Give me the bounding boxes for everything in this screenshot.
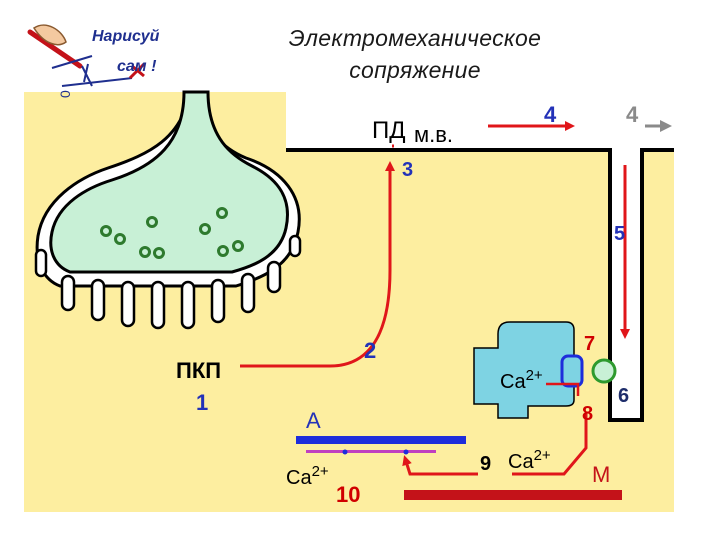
- step-9: 9: [480, 453, 491, 475]
- ca-mid-symbol: Ca: [508, 451, 534, 473]
- step-8: 8: [582, 403, 593, 425]
- title-line-2: сопряжение: [349, 57, 481, 83]
- diagram-title: Электромеханическое сопряжение: [250, 22, 580, 86]
- title-line-1: Электромеханическое: [288, 25, 542, 51]
- step-6: 6: [618, 385, 629, 407]
- ca-left-symbol: Ca: [286, 467, 312, 489]
- step-2: 2: [364, 338, 376, 363]
- ca-channel-charge: 2+: [526, 367, 543, 384]
- ca-release-arrow: [546, 382, 580, 396]
- step-7: 7: [584, 333, 595, 355]
- draw-yourself-logo: 0 Нарисуй сам !: [22, 12, 182, 102]
- label-ca-channel: Ca2+: [500, 367, 543, 393]
- label-a: А: [306, 408, 321, 433]
- ca-left-charge: 2+: [312, 463, 329, 480]
- myosin-filament: [404, 490, 622, 500]
- step-10: 10: [336, 482, 360, 507]
- synaptic-vesicles: [100, 207, 244, 259]
- troponin-site-2: [403, 449, 409, 455]
- logo-line-1: Нарисуй: [92, 28, 160, 45]
- tropomyosin: [306, 450, 436, 453]
- pencil-hand-icon: 0: [27, 24, 146, 98]
- label-mv: м.в.: [414, 122, 453, 147]
- step-3: 3: [402, 159, 413, 181]
- ca-channel-symbol: Ca: [500, 371, 526, 393]
- extracellular-space: [24, 92, 674, 420]
- troponin-site-1: [342, 449, 348, 455]
- step-1: 1: [196, 390, 208, 415]
- ryanodine-receptor: [560, 354, 584, 388]
- svg-text:0: 0: [57, 90, 73, 98]
- sarcolemma-and-t-tubule: [286, 148, 674, 422]
- sarcoplasmic-reticulum: [473, 321, 575, 419]
- pathway-arrow-4: [392, 126, 572, 148]
- label-pkp: ПКП: [176, 358, 221, 383]
- actin-filament: [296, 436, 466, 444]
- label-ca-left: Ca2+: [286, 463, 329, 489]
- pathway-arrow-2-3: [240, 161, 395, 368]
- logo-line-2: сам !: [117, 58, 157, 75]
- junctional-folds: [34, 234, 302, 330]
- step-5: 5: [614, 223, 625, 245]
- ca-binding-arrow: [402, 455, 478, 476]
- dhp-receptor: [591, 358, 617, 384]
- ca-path-arrow: [512, 412, 588, 476]
- ca-mid-charge: 2+: [534, 447, 551, 464]
- step-4-gray: 4: [626, 102, 639, 127]
- label-m: М: [592, 462, 610, 487]
- step-4: 4: [544, 102, 557, 127]
- label-pd: ПД: [372, 117, 406, 144]
- label-ca-mid: Ca2+: [508, 447, 551, 473]
